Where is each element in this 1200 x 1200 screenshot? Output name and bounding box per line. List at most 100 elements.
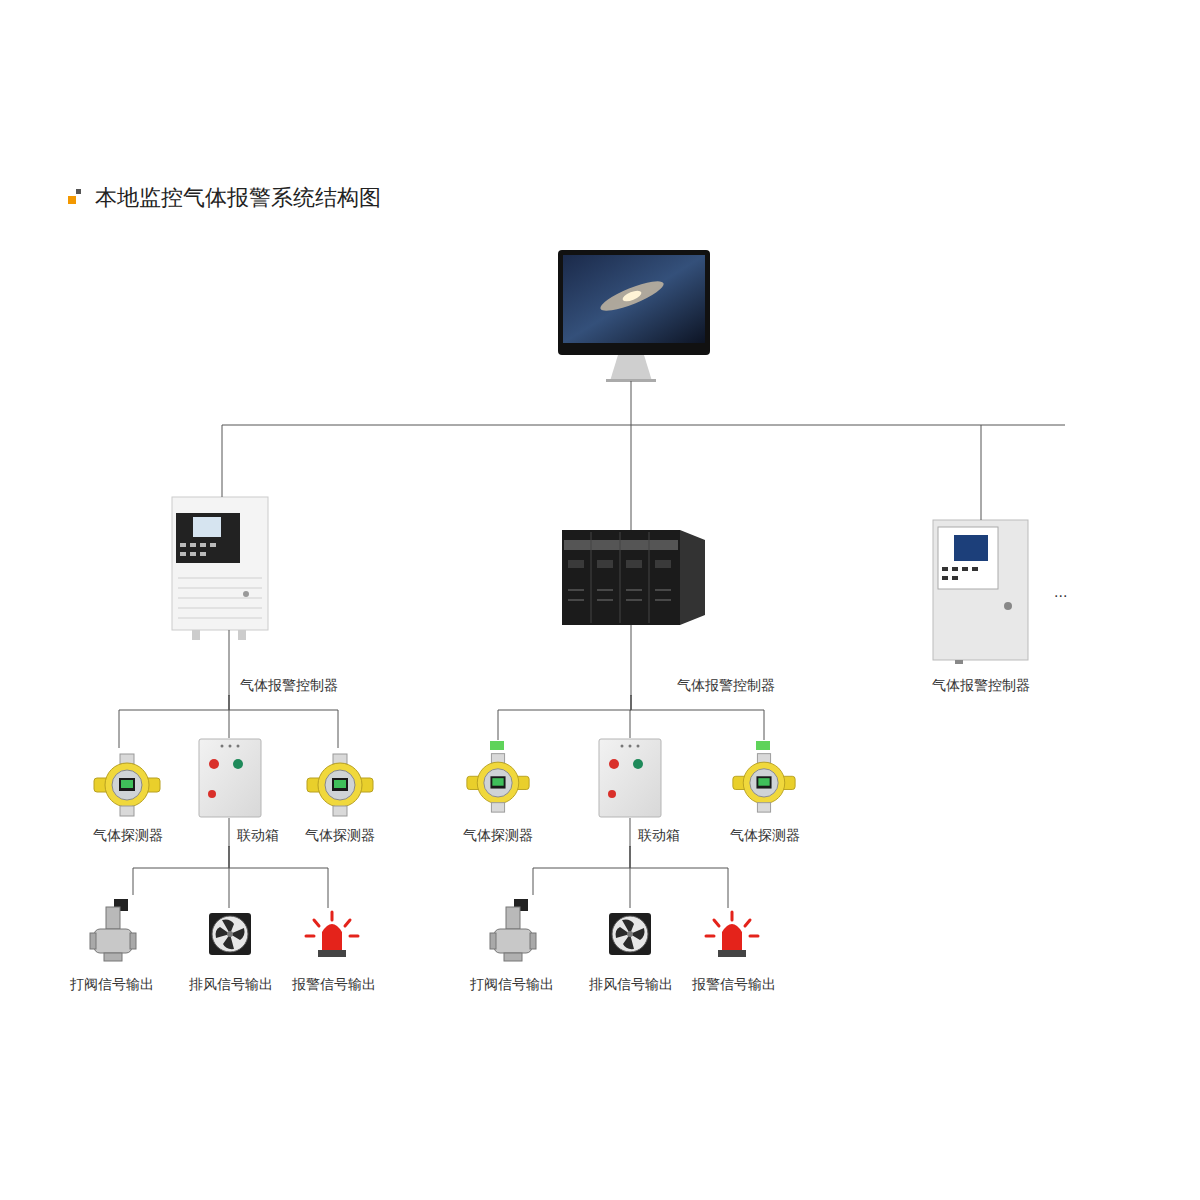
device-label: 气体探测器 — [458, 826, 538, 844]
bus-wire — [222, 425, 1065, 497]
device-label: 排风信号输出 — [186, 975, 276, 993]
output-box: 打阀信号输出 — [66, 895, 158, 995]
output-box: 报警信号输出 — [288, 908, 380, 995]
linkage-box: 联动箱 — [196, 738, 286, 846]
monitor — [597, 276, 666, 316]
bus-wire — [229, 818, 230, 847]
device-label: 排风信号输出 — [586, 975, 676, 993]
gas-controller — [192, 630, 200, 640]
gas-controller — [243, 591, 249, 597]
output-box: 报警信号输出 — [688, 908, 780, 995]
gas-controller — [180, 543, 186, 547]
output-box: 排风信号输出 — [586, 908, 676, 995]
output-box: 打阀信号输出 — [466, 895, 558, 995]
gas-controller — [591, 532, 649, 623]
fan-symbol — [609, 913, 651, 955]
gas-controller — [568, 560, 584, 568]
gas-controller — [954, 535, 988, 561]
gas-controller — [680, 530, 705, 625]
valve-symbol — [490, 899, 536, 961]
wire-connector — [630, 846, 728, 908]
wire-connector — [133, 846, 229, 895]
gas-controller — [938, 527, 998, 589]
gas-controller — [172, 497, 268, 640]
gas-controller — [626, 560, 642, 568]
gas-controller — [562, 530, 680, 625]
gas-controller — [933, 520, 1028, 664]
gas-controller — [562, 530, 705, 625]
valve-symbol — [90, 899, 536, 961]
detector-box: 气体探测器 — [725, 740, 805, 845]
valve-symbol — [90, 899, 136, 961]
device-label: 气体报警控制器 — [926, 676, 1036, 694]
monitor — [558, 250, 710, 355]
device-label: 气体探测器 — [85, 826, 170, 844]
title-icon — [76, 189, 81, 194]
gas-controller — [193, 517, 221, 537]
gas-controller — [180, 552, 186, 556]
gas-controller — [172, 497, 268, 630]
linkage-box — [199, 739, 261, 817]
monitor — [610, 355, 652, 381]
alarm-symbol — [706, 912, 758, 957]
device-label: 报警信号输出 — [288, 975, 380, 993]
controller-box: 气体报警控制器 — [170, 495, 342, 695]
gas-controller — [238, 630, 246, 640]
gas-detector — [94, 754, 160, 816]
gas-detector — [756, 741, 770, 750]
output-box: 排风信号输出 — [186, 908, 276, 995]
device-label: 打阀信号输出 — [66, 975, 158, 993]
wire-connector — [229, 846, 328, 908]
bus-wire — [630, 818, 631, 847]
fan-symbol — [209, 913, 651, 955]
linkage-box: 联动箱 — [596, 738, 686, 846]
gas-controller — [564, 540, 678, 550]
monitor — [563, 255, 705, 343]
gas-detector — [490, 741, 504, 750]
gas-controller — [972, 567, 978, 571]
bus-wire — [631, 381, 632, 530]
gas-controller — [210, 543, 216, 547]
wire-connector — [631, 695, 764, 740]
controller-box: 气体报警控制器 — [558, 525, 780, 695]
title-icon — [68, 189, 81, 204]
device-label: 报警信号输出 — [688, 975, 780, 993]
gas-controller — [597, 560, 613, 568]
monitor — [558, 250, 710, 382]
title-icon — [68, 196, 76, 204]
controller-box: 气体报警控制器 — [926, 518, 1036, 695]
device-label: 气体探测器 — [725, 826, 805, 844]
gas-controller — [952, 567, 958, 571]
detector-box: 气体探测器 — [458, 740, 538, 845]
bus-wire — [631, 625, 632, 696]
gas-detector — [467, 754, 529, 812]
detector-box: 气体探测器 — [85, 748, 170, 845]
gas-controller — [200, 543, 206, 547]
gas-controller — [952, 576, 958, 580]
wire-connector — [229, 695, 338, 748]
gas-detector — [733, 754, 795, 812]
fan-symbol — [209, 913, 251, 955]
gas-controller — [568, 590, 671, 600]
gas-controller — [955, 660, 963, 664]
gas-controller — [190, 543, 196, 547]
gas-controller — [1004, 602, 1012, 610]
gas-controller — [962, 567, 968, 571]
gas-controller — [178, 578, 262, 618]
gas-detector — [307, 754, 373, 816]
wire-connector — [119, 695, 229, 748]
bus-wire — [229, 630, 230, 696]
gas-controller — [200, 552, 206, 556]
gas-controller — [933, 520, 1028, 660]
linkage-box — [599, 739, 661, 817]
alarm-symbol — [306, 912, 758, 957]
bus-wire — [981, 425, 982, 520]
gas-controller — [942, 567, 948, 571]
linkage-box — [199, 739, 661, 817]
device-label: 联动箱 — [237, 826, 279, 844]
gas-controller — [655, 560, 671, 568]
gas-controller — [190, 552, 196, 556]
wire-connector — [533, 846, 630, 895]
